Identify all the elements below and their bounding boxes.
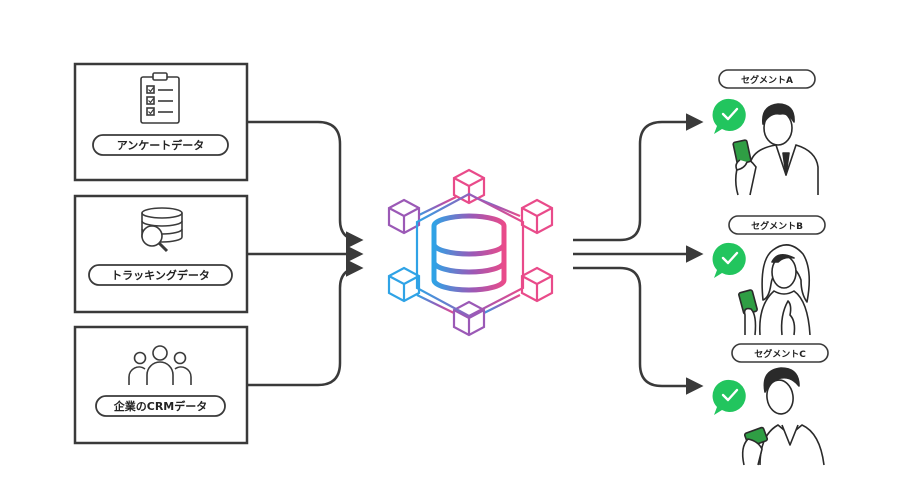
segment-b: セグメントB xyxy=(712,215,826,336)
hub-hexagon-frame xyxy=(415,192,525,318)
input-connectors xyxy=(247,120,364,387)
source-label-pill xyxy=(92,134,229,156)
hub-cube-bottom xyxy=(452,300,486,337)
segment-label-pill xyxy=(731,343,829,363)
segment-c: セグメントC xyxy=(712,343,829,466)
source-label-pill xyxy=(88,264,233,286)
source-label-pill xyxy=(95,395,226,417)
hub-database xyxy=(431,213,507,293)
clipboard-checklist-icon xyxy=(140,72,180,124)
segment-c-label: セグメントC xyxy=(754,348,806,360)
connector-crm-to-hub xyxy=(247,259,364,387)
segment-a: セグメントA xyxy=(712,69,819,196)
segment-b-label: セグメントB xyxy=(751,220,803,232)
source-box-crm: 企業のCRMデータ xyxy=(73,325,249,445)
check-badge-icon xyxy=(712,242,746,278)
woman-with-phone xyxy=(738,244,811,336)
segment-a-label: セグメントA xyxy=(741,74,793,86)
check-badge-icon xyxy=(712,98,746,134)
hub-cube-top-right xyxy=(520,198,554,235)
segment-label-pill xyxy=(718,69,816,89)
businessman-with-phone xyxy=(732,103,819,196)
hub-cube-bottom-right xyxy=(520,266,554,303)
connector-hub-to-segment-a xyxy=(573,113,704,242)
source-box-tracking: トラッキングデータ xyxy=(73,194,249,314)
database-search-icon xyxy=(141,207,183,253)
hub-cube-bottom-left xyxy=(387,266,421,303)
people-group-icon xyxy=(128,345,192,385)
man-with-phone xyxy=(741,367,825,466)
output-connectors xyxy=(573,113,704,395)
database-network-icon xyxy=(387,168,554,337)
hub-cube-top-left xyxy=(387,198,421,235)
source-label-survey: アンケートデータ xyxy=(117,138,205,152)
source-label-tracking: トラッキングデータ xyxy=(111,268,210,282)
source-label-crm: 企業のCRMデータ xyxy=(113,399,208,413)
segment-label-pill xyxy=(728,215,826,235)
connector-survey-to-hub xyxy=(247,120,364,249)
check-badge-icon xyxy=(712,379,746,415)
source-box-survey: アンケートデータ xyxy=(73,62,249,182)
connector-hub-to-segment-c xyxy=(573,266,704,395)
hub-cube-top xyxy=(452,168,486,205)
